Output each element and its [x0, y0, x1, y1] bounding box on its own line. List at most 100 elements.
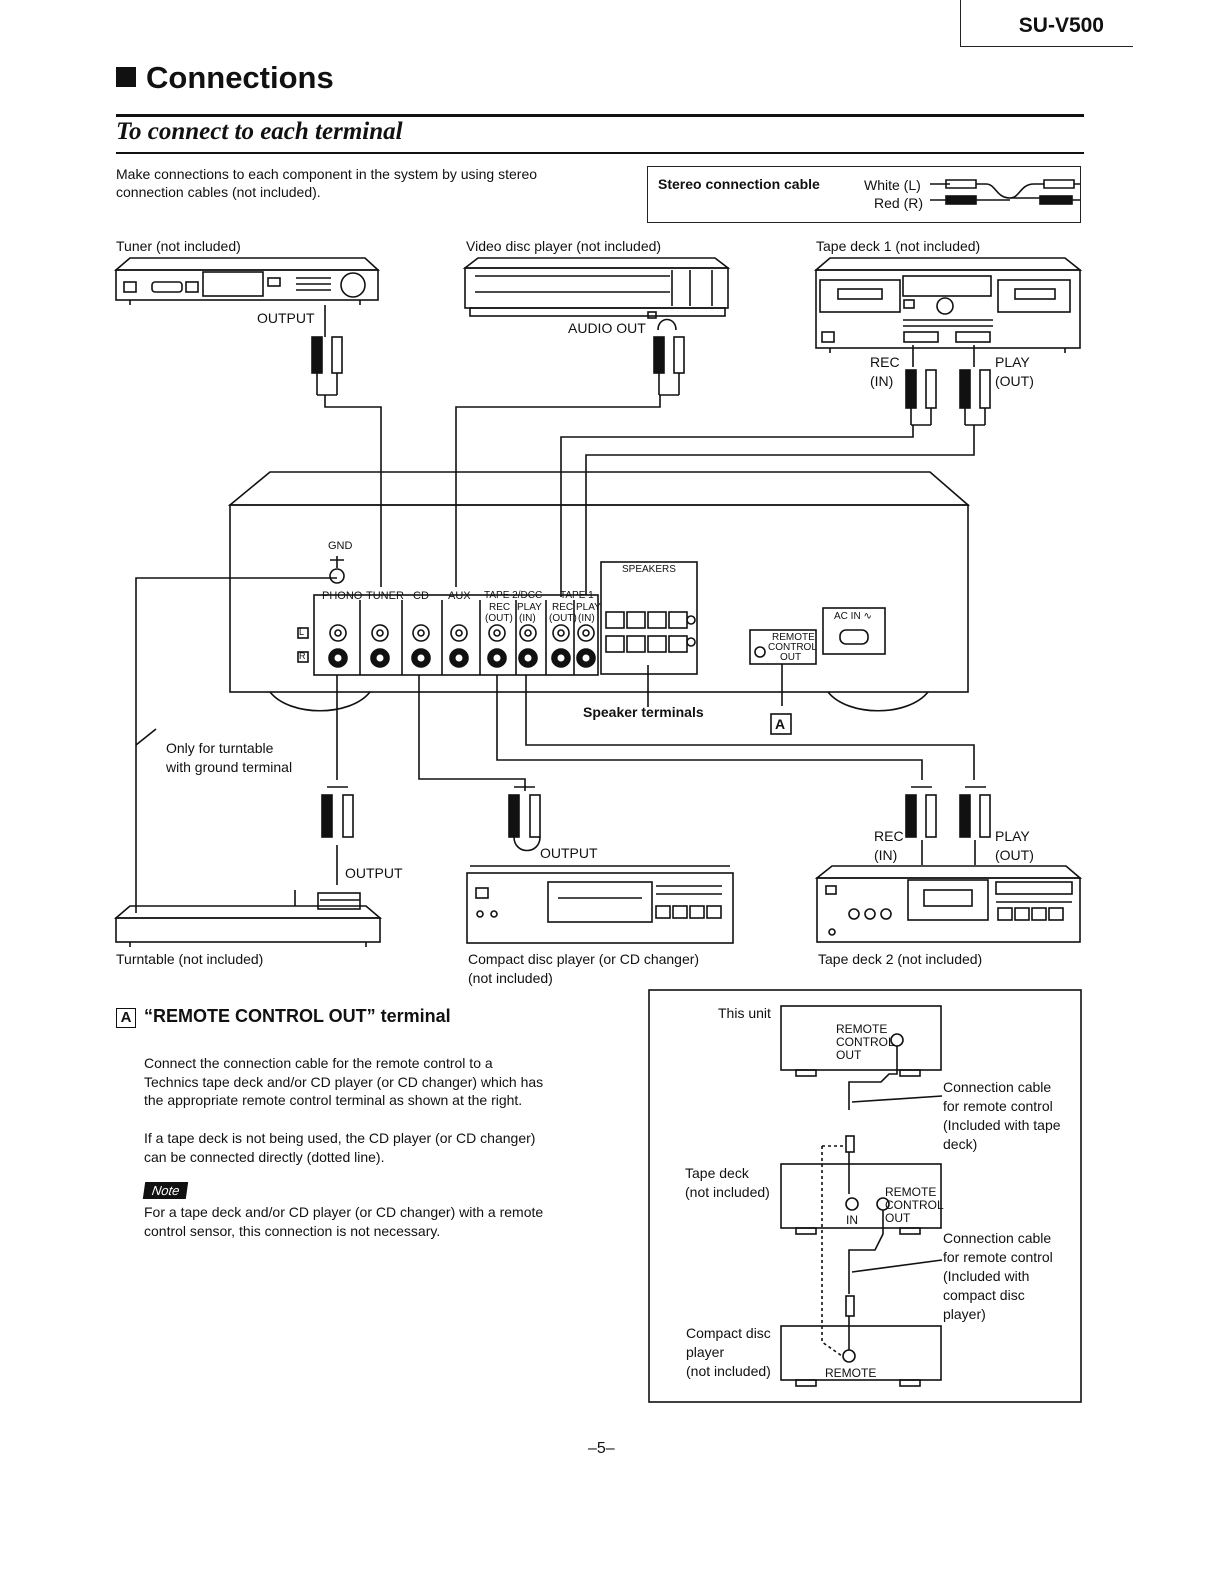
model-box	[960, 0, 1133, 47]
rd-remote-3: REMOTE	[825, 1366, 877, 1380]
tape1-play-jack-label: PLAY	[576, 602, 601, 613]
remote-title-text: “REMOTE CONTROL OUT” terminal	[144, 1006, 451, 1026]
rd-control-2: CONTROL	[885, 1198, 944, 1212]
rd-out-2: OUT	[885, 1211, 911, 1225]
rd-out-1: OUT	[836, 1048, 862, 1062]
cable1-line3: (Included with tape	[943, 1117, 1061, 1133]
cable-legend-title: Stereo connection cable	[658, 176, 820, 192]
remote-para-1: Connect the connection cable for the rem…	[144, 1055, 544, 1109]
note-text: For a tape deck and/or CD player (or CD …	[144, 1204, 544, 1239]
tape2-out-label-bottom: (OUT)	[995, 847, 1034, 863]
cable1-line2: for remote control	[943, 1098, 1053, 1114]
remote-out-label-2: CONTROL	[768, 642, 817, 653]
intro-text: Make connections to each component in th…	[116, 166, 538, 200]
only-for-turntable-2: with ground terminal	[166, 759, 293, 775]
bottom-cables	[135, 577, 975, 913]
tape-deck-2-label: Tape deck 2 (not included)	[818, 951, 983, 967]
speaker-terminals	[600, 561, 698, 707]
remote-marker: A	[116, 1008, 136, 1028]
tape-deck-2-device	[814, 865, 1083, 943]
note-badge: Note	[142, 1182, 189, 1199]
speaker-terminals-label: Speaker terminals	[583, 704, 704, 720]
top-cables	[324, 305, 975, 597]
tape2-out-label: (OUT)	[485, 613, 513, 624]
gnd-label: GND	[328, 540, 353, 552]
phono-label: PHONO	[322, 590, 363, 602]
tape2-rec-label: REC	[489, 602, 511, 613]
page-number: –5–	[588, 1440, 615, 1457]
plug-pairs-bottom	[321, 786, 991, 865]
rd-remote-2: REMOTE	[885, 1185, 937, 1199]
cable1-line4: deck)	[943, 1136, 978, 1152]
remote-para-2: If a tape deck is not being used, the CD…	[144, 1130, 536, 1165]
tape-deck-1-label: Tape deck 1 (not included)	[816, 238, 981, 254]
page-title-text: Connections	[146, 60, 334, 95]
tape1-in-jack-label: (IN)	[578, 613, 595, 624]
tape1-jack-label: TAPE 1	[560, 590, 594, 601]
rd-tape-deck-2: (not included)	[685, 1184, 770, 1200]
cable-legend-box	[647, 166, 1081, 223]
cable1-line1: Connection cable	[943, 1079, 1052, 1095]
ac-in-remote	[749, 607, 886, 735]
cable2-line3: (Included with	[943, 1268, 1030, 1284]
tuner-jack-label: TUNER	[366, 590, 404, 602]
cable2-line2: for remote control	[943, 1249, 1053, 1265]
cable-legend-red: Red (R)	[874, 195, 924, 211]
tape2-play-label: PLAY	[517, 602, 542, 613]
aux-jack-label: AUX	[448, 590, 471, 602]
this-unit-label: This unit	[718, 1005, 771, 1021]
remote-section-title: A “REMOTE CONTROL OUT” terminal	[116, 1006, 451, 1028]
input-jacks	[297, 556, 596, 668]
model-number: SU-V500	[1018, 14, 1104, 37]
left-channel-marker: L	[299, 627, 305, 637]
section-rule	[116, 152, 1084, 154]
cd-player-device	[466, 865, 734, 944]
cable-legend-icon	[930, 179, 1080, 205]
tape2-in-label-bottom: (IN)	[874, 847, 898, 863]
rd-control-1: CONTROL	[836, 1035, 895, 1049]
remote-out-label-3: OUT	[780, 652, 802, 663]
cd-player-label: Compact disc player (or CD changer)	[468, 951, 700, 967]
only-for-turntable-1: Only for turntable	[166, 740, 274, 756]
tape1-out-jack-label: (OUT)	[549, 613, 577, 624]
audio-out-label: AUDIO OUT	[568, 320, 646, 336]
tape2-in-label: (IN)	[519, 613, 536, 624]
rd-cd-1: Compact disc	[686, 1325, 771, 1341]
turntable-device	[113, 890, 383, 947]
rd-cd-3: (not included)	[686, 1363, 771, 1379]
title-rule	[116, 114, 1084, 117]
tape-deck-1-device	[813, 257, 1083, 353]
tape1-play-label: PLAY	[995, 354, 1030, 370]
tuner-device	[113, 257, 381, 305]
cable2-line4: compact disc	[943, 1287, 1025, 1303]
turntable-label: Turntable (not included)	[116, 951, 264, 967]
tuner-label: Tuner (not included)	[116, 238, 241, 254]
plug-pairs-top	[311, 336, 991, 426]
tape1-rec-label: REC	[870, 354, 900, 370]
tape2-play-label-bottom: PLAY	[995, 828, 1030, 844]
remote-out-label-1: REMOTE	[772, 632, 815, 643]
cd-output-label: OUTPUT	[540, 845, 598, 861]
section-title: To connect to each terminal	[116, 118, 403, 145]
cd-player-label-2: (not included)	[468, 970, 553, 986]
rd-tape-deck-1: Tape deck	[685, 1165, 749, 1181]
ac-in-label: AC IN ∿	[834, 611, 872, 622]
a-marker: A	[775, 716, 786, 732]
cable-legend-white: White (L)	[864, 177, 921, 193]
cd-jack-label: CD	[413, 590, 429, 602]
turntable-output-label: OUTPUT	[345, 865, 403, 881]
rd-cd-2: player	[686, 1344, 725, 1360]
speakers-label: SPEAKERS	[622, 564, 676, 575]
tape2-rec-label-bottom: REC	[874, 828, 904, 844]
page-title: Connections	[116, 60, 334, 96]
rd-in: IN	[846, 1213, 858, 1227]
amplifier-rear-panel	[227, 471, 971, 712]
right-channel-marker: R	[299, 651, 306, 661]
tape1-in-label: (IN)	[870, 373, 894, 389]
video-disc-label: Video disc player (not included)	[466, 238, 662, 254]
cable2-line1: Connection cable	[943, 1230, 1052, 1246]
bullet-square-icon	[116, 67, 136, 87]
tape1-out-label: (OUT)	[995, 373, 1034, 389]
video-disc-device	[462, 257, 731, 319]
